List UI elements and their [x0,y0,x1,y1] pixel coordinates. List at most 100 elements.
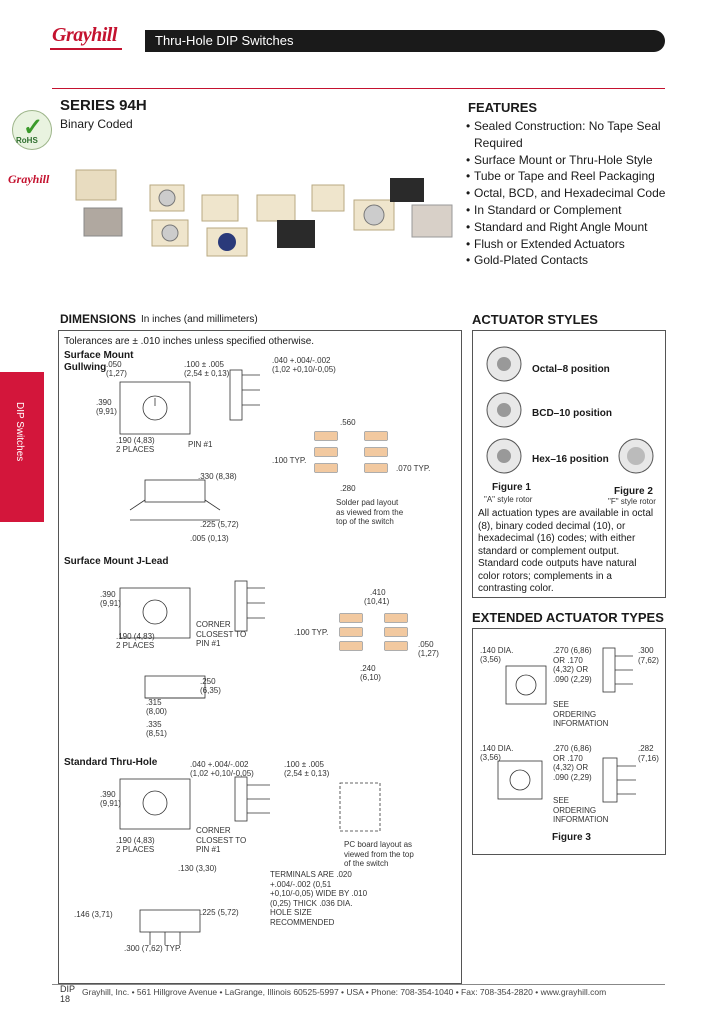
dim-label: .335 [146,720,162,729]
dim-label: (6,10) [360,673,381,682]
dim-label: .300 (7,62) TYP. [124,944,182,953]
terminals-note: TERMINALS ARE .020 +.004/-.002 (0,51 +0,… [270,870,368,927]
dim-label: .100 TYP. [272,456,307,465]
ext-length-options: .270 (6,86) OR .170 (4,32) OR .090 (2,29… [553,646,592,684]
dim-label: .390 [100,590,116,599]
section-title: Thru-Hole DIP Switches [155,33,294,48]
feature-item: Gold-Plated Contacts [466,252,701,269]
figure2-title: Figure 2 [614,486,653,497]
dim-label: .240 [360,664,376,673]
solder-pad-note: Solder pad layout as viewed from the top… [336,498,404,526]
dim-label: .330 (8,38) [198,472,237,481]
feature-item: Tube or Tape and Reel Packaging [466,168,701,185]
feature-item: Octal, BCD, and Hexadecimal Code [466,185,701,202]
dim-label: .190 (4,83) [116,436,155,445]
dim-label: (1,02 +0,10/-0,05) [272,365,336,374]
dim-label: .190 (4,83) [116,836,155,845]
dim-label: .280 [340,484,356,493]
side-tab[interactable]: DIP Switches [0,372,44,522]
dim-label: .390 [96,398,112,407]
section-jlead: Surface Mount J-Lead [64,556,169,567]
dim-label: .100 TYP. [294,628,329,637]
dim-label: (2,54 ± 0,13) [184,369,230,378]
feature-item: Sealed Construction: No Tape Seal Requir… [466,118,701,152]
dim-label: .070 TYP. [396,464,431,473]
corner-closest-label: CORNER CLOSEST TO PIN #1 [196,826,247,854]
extended-heading: EXTENDED ACTUATOR TYPES [472,610,664,625]
bcd-label: BCD–10 position [532,408,613,419]
features-list: Sealed Construction: No Tape Seal Requir… [466,118,701,269]
dim-label: .190 (4,83) [116,632,155,641]
ext-right-dim-b: .282 (7,16) [638,744,659,763]
grayhill-small-logo: Grayhill [8,172,50,186]
octal-label: Octal–8 position [532,364,610,375]
ext-dia-mm-label: (3,56) [480,655,501,664]
dim-label: .005 (0,13) [190,534,229,543]
hex-rotor-icon [486,438,522,474]
page-num: 18 [60,994,71,1004]
dim-label: (1,27) [106,369,127,378]
thru-hole-drawing [119,776,381,945]
dimensions-heading: DIMENSIONS [60,312,137,326]
header-rule [52,88,665,89]
dim-label: .560 [340,418,356,427]
two-places-label: 2 PLACES [116,445,155,454]
page-label: DIP [60,984,76,994]
figure1-subtitle: "A" style rotor [484,495,533,504]
dim-label: .100 ± .005 [284,760,324,769]
side-tab-label: DIP Switches [14,402,25,462]
dim-label: .390 [100,790,116,799]
section-gullwing: Surface Mount Gullwing [64,350,134,373]
dim-label: .050 [418,640,434,649]
figure1-title: Figure 1 [492,482,531,493]
feature-item: Surface Mount or Thru-Hole Style [466,152,701,169]
ext-dia-mm-label-b: (3,56) [480,753,501,762]
extended-drawing [497,647,636,803]
actuator-styles-heading: ACTUATOR STYLES [472,312,598,327]
dim-label: .225 (5,72) [200,520,239,529]
bcd-rotor-icon [486,392,522,428]
dim-label: (8,00) [146,707,167,716]
feature-item: In Standard or Complement [466,202,701,219]
dim-label: (9,91) [100,599,121,608]
check-icon: ✓ [23,114,44,141]
pin1-label: PIN #1 [188,440,213,449]
dimensions-units: In inches (and millimeters) [141,314,258,325]
ext-dia-label: .140 DIA. [480,646,514,655]
feature-item: Flush or Extended Actuators [466,236,701,253]
feature-item: Standard and Right Angle Mount [466,219,701,236]
section-thru-hole: Standard Thru-Hole [64,757,158,768]
grayhill-logo: Grayhill [52,24,117,46]
ext-length-options-b: .270 (6,86) OR .170 (4,32) OR .090 (2,29… [553,744,592,782]
two-places-label: 2 PLACES [116,641,155,650]
dim-label: (9,91) [96,407,117,416]
ext-dia-label-b: .140 DIA. [480,744,514,753]
dim-label: .146 (3,71) [74,910,113,919]
dimensions-panel [58,330,462,984]
rohs-label: RoHS [16,136,38,145]
dim-label: (9,91) [100,799,121,808]
dim-label: (10,41) [364,597,390,606]
figure2-subtitle: "F" style rotor [608,497,656,506]
extended-panel [472,628,666,855]
dim-label: .225 (5,72) [200,908,239,917]
section-title-bar: Thru-Hole DIP Switches [145,30,665,52]
dim-label: (1,27) [418,649,439,658]
actuator-styles-panel [472,330,666,598]
dim-label: (6,35) [200,686,221,695]
footer-contact: Grayhill, Inc. • 561 Hillgrove Avenue • … [82,987,607,997]
logo-underline [50,48,122,50]
ext-right-dim: .300 (7,62) [638,646,659,665]
footer-rule [52,984,665,985]
see-ordering-note-b: SEE ORDERING INFORMATION [553,796,609,824]
page-number: DIP 18 [60,984,75,1004]
rohs-badge: ✓ [12,110,52,150]
dim-label: .315 [146,698,162,707]
jlead-drawing [119,580,408,699]
two-places-label: 2 PLACES [116,845,155,854]
see-ordering-note: SEE ORDERING INFORMATION [553,700,609,728]
f-style-rotor-icon [618,438,654,474]
dim-label: (8,51) [146,729,167,738]
octal-rotor-icon [486,346,522,382]
product-photo [75,169,453,257]
